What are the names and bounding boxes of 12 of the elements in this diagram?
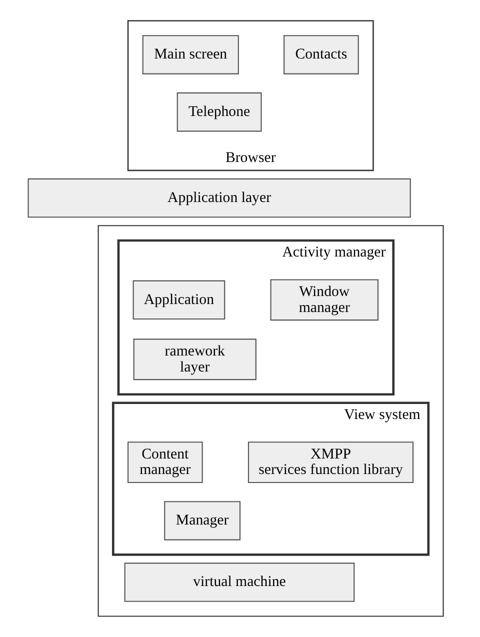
node-box: Main screen (142, 35, 239, 74)
node-box: XMPP services function library (248, 442, 414, 484)
node-box: Manager (164, 501, 241, 540)
node-box: Window manager (270, 279, 379, 321)
node-box: Contacts (284, 35, 359, 74)
node-box: Application layer (28, 178, 411, 218)
cluster (98, 225, 444, 617)
node-box: ramework layer (133, 338, 256, 380)
node-box: Telephone (176, 92, 262, 132)
node-box: Content manager (128, 442, 203, 484)
node-box: Application (132, 280, 226, 320)
node-box: virtual machine (124, 562, 355, 602)
